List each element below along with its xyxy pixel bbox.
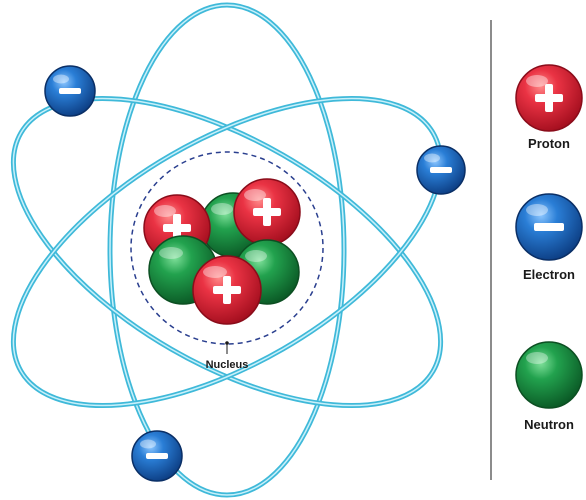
orbit-vertical [107,2,347,498]
proton-swatch [515,64,583,132]
proton-particle [233,178,301,246]
legend-item-electron: Electron [515,193,583,282]
electrons [44,65,466,482]
proton-particle [192,255,262,325]
plus-icon [535,84,563,112]
nucleus-label: Nucleus [206,359,249,371]
legend-item-neutron: Neutron [515,341,583,432]
nucleus-boundary [130,151,324,345]
legend: Proton Electron Neutron [515,64,583,432]
orbit-diagonal-b [10,95,444,409]
nucleus [143,178,301,325]
electron-orbits [10,2,444,498]
minus-icon [534,223,564,231]
electron-swatch [515,193,583,261]
legend-label-electron: Electron [523,267,575,282]
electron-particle [44,65,96,117]
orbit-diagonal-a [10,95,444,409]
nucleus-label-group: Nucleus [206,341,249,371]
electron-particle [416,145,466,195]
legend-item-proton: Proton [515,64,583,151]
neutron-swatch [515,341,583,409]
electron-particle [131,430,183,482]
legend-label-neutron: Neutron [524,417,574,432]
legend-label-proton: Proton [528,136,570,151]
